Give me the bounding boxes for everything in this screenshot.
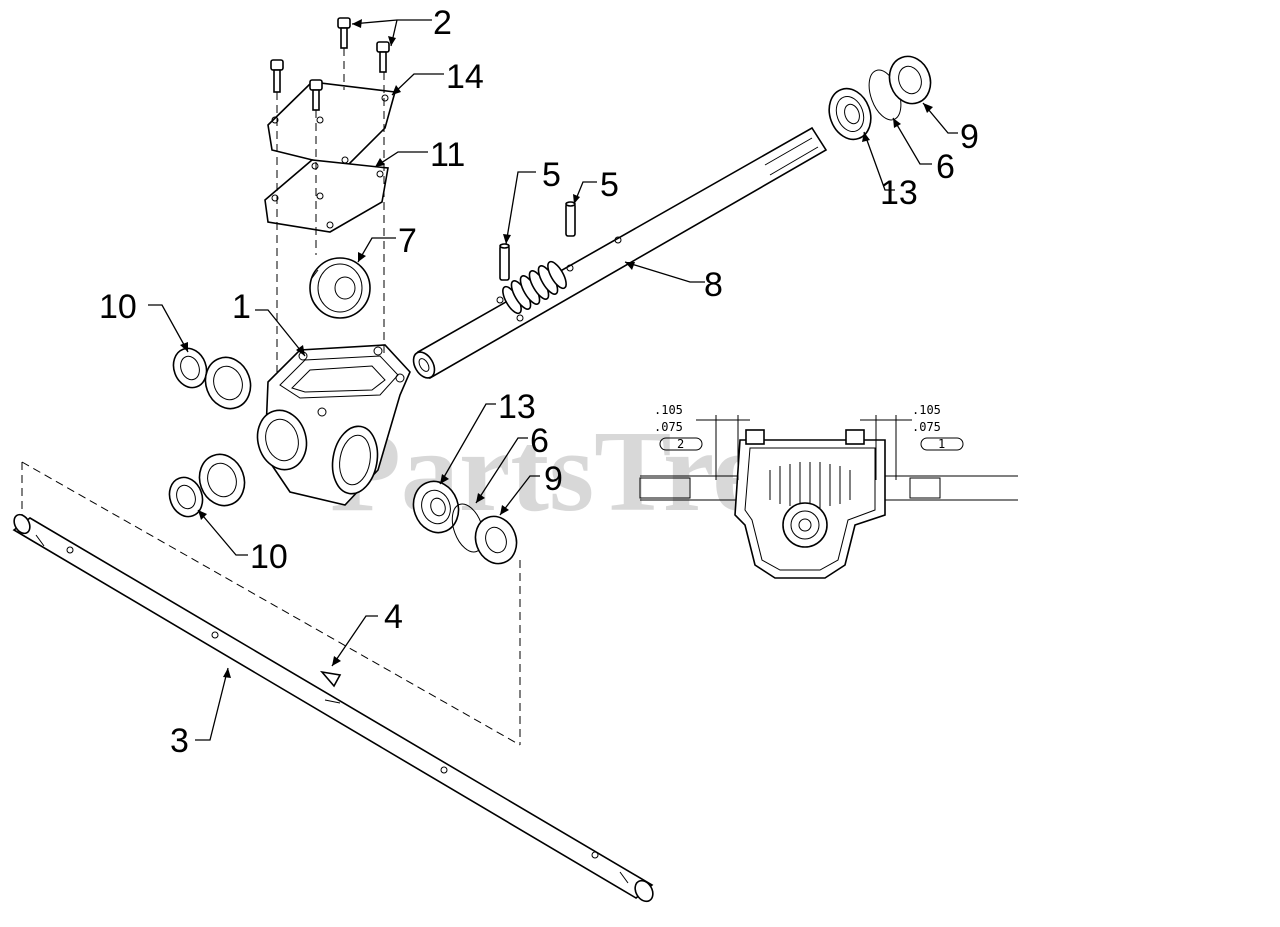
bearing-10-lower [168, 453, 246, 518]
bearing-10-upper [172, 347, 252, 410]
roll-pin-5a [499, 243, 510, 281]
callout-13a: 13 [880, 174, 918, 212]
worm-shaft-part-8 [412, 126, 828, 380]
bearing-7 [309, 257, 371, 319]
callout-4: 4 [384, 598, 403, 636]
gasket-11 [264, 159, 389, 233]
callout-9a: 9 [960, 118, 979, 156]
bolt-2a [337, 17, 351, 49]
callout-13b: 13 [498, 388, 536, 426]
cover-plate-14 [267, 81, 397, 169]
detail-cross-section [639, 415, 1018, 579]
callout-5b: 5 [600, 166, 619, 204]
bearing-13-lower [412, 480, 460, 534]
callout-10b: 10 [250, 538, 288, 576]
callout-8: 8 [704, 266, 723, 304]
callout-14: 14 [446, 58, 484, 96]
detail-right-tag: 1 [938, 437, 945, 451]
callout-11: 11 [430, 136, 465, 174]
bearing-13-top [828, 87, 872, 141]
worm-thread [502, 260, 567, 315]
leader-arrowheads [180, 19, 933, 678]
detail-gear-teeth [769, 462, 851, 508]
callout-5a: 5 [542, 156, 561, 194]
callout-1: 1 [232, 288, 251, 326]
callout-9b: 9 [544, 460, 563, 498]
callout-10a: 10 [99, 288, 137, 326]
bolt-2b [376, 41, 390, 73]
thrust-washer-9-top [888, 55, 932, 105]
detail-left-dim-lower: .075 [654, 420, 683, 434]
thrust-washer-9-lower [474, 515, 518, 565]
callout-7: 7 [398, 222, 417, 260]
gear-housing-part-1 [256, 344, 411, 506]
roll-pin-5b [565, 201, 576, 237]
callout-3: 3 [170, 722, 189, 760]
detail-right-dim-lower: .075 [912, 420, 941, 434]
axle-shaft-part-3 [12, 513, 654, 903]
assembly-guide-lines [21, 48, 521, 746]
detail-right-dim-upper: .105 [912, 403, 941, 417]
detail-left-dim-upper: .105 [654, 403, 683, 417]
bolt-2c [270, 59, 284, 93]
callout-6a: 6 [936, 148, 955, 186]
detail-left-tag: 2 [677, 437, 684, 451]
callout-2: 2 [433, 4, 452, 42]
key-part-4 [319, 670, 342, 688]
leader-lines [148, 19, 958, 741]
callout-6b: 6 [530, 422, 549, 460]
